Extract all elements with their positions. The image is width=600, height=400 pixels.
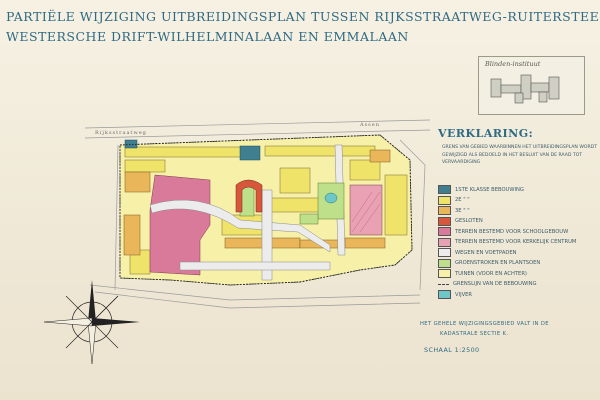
legend-item-label: 1ste klasse bebouwing bbox=[455, 186, 524, 193]
legend-item: Terrein bestemd voor schoolgebouw bbox=[438, 227, 600, 236]
closed-building bbox=[235, 179, 263, 213]
legend-swatch bbox=[438, 206, 451, 215]
legend-title: VERKLARING: bbox=[438, 127, 534, 140]
legend-swatch bbox=[438, 283, 449, 285]
plan-boundary bbox=[119, 134, 413, 286]
legend-swatch bbox=[438, 269, 451, 278]
legend-swatch bbox=[438, 185, 451, 194]
legend-item: Terrein bestemd voor kerkelijk centrum bbox=[438, 237, 600, 247]
legend-item: Vijver bbox=[438, 290, 600, 299]
footer-note-line2: kadastrale sectie K. bbox=[440, 331, 509, 337]
church-hatching bbox=[351, 191, 381, 233]
legend-description: Grens van gebied waarbinnen het uitbreid… bbox=[442, 145, 598, 166]
legend-item-label: 3e " " bbox=[455, 207, 470, 214]
legend-item: Grenslijn van de bebouwing bbox=[438, 280, 600, 289]
inset-building-icon bbox=[490, 74, 560, 104]
legend-item: Groenstroken en plantsoen bbox=[438, 258, 600, 268]
green-areas bbox=[239, 182, 345, 225]
legend-item: Tuinen (voor en achter) bbox=[438, 269, 600, 278]
legend-item-label: Gesloten bbox=[455, 218, 483, 224]
legend-item-label: Grenslijn van de bebouwing bbox=[453, 281, 537, 287]
map-title-line1: PARTIËLE WIJZIGING UITBREIDINGSPLAN TUSS… bbox=[6, 9, 600, 24]
street-label-assen: Assen bbox=[359, 122, 380, 128]
legend-item-label: Wegen en voetpaden bbox=[455, 249, 517, 256]
scale-label: Schaal 1:2500 bbox=[424, 346, 480, 354]
inset-label: Blinden-instituut bbox=[485, 60, 541, 68]
zone-1st-class bbox=[124, 139, 261, 161]
footer-note-line1: Het gehele wijzigingsgebied valt in de bbox=[420, 321, 549, 327]
road-outlines bbox=[84, 119, 431, 309]
legend-item-label: Tuinen (voor en achter) bbox=[455, 270, 527, 277]
legend-swatch bbox=[438, 216, 451, 226]
legend-item-label: Vijver bbox=[455, 291, 473, 298]
street-label-rijksstraatweg: Rijksstraatweg bbox=[95, 130, 147, 136]
church-area bbox=[349, 184, 383, 236]
school-area bbox=[149, 174, 211, 276]
legend-swatch bbox=[438, 290, 451, 299]
legend-item: 3e " " bbox=[438, 206, 600, 215]
legend-swatch bbox=[438, 237, 451, 247]
internal-roads bbox=[149, 144, 346, 281]
legend-item: 2e " " bbox=[438, 195, 600, 205]
legend-item: 1ste klasse bebouwing bbox=[438, 185, 600, 194]
compass-rose-icon bbox=[43, 280, 140, 365]
legend-item: Gesloten bbox=[438, 216, 600, 226]
pond bbox=[324, 192, 338, 204]
legend-item-label: Groenstroken en plantsoen bbox=[455, 260, 541, 266]
legend-item-label: 2e " " bbox=[455, 197, 470, 203]
legend-item-label: Terrein bestemd voor kerkelijk centrum bbox=[455, 239, 577, 245]
map-title-line2: WESTERSCHE DRIFT-WILHELMINALAAN EN EMMAL… bbox=[6, 29, 409, 44]
legend-swatch bbox=[438, 258, 451, 268]
legend-swatch bbox=[438, 227, 451, 236]
legend-swatch bbox=[438, 248, 451, 257]
legend-item: Wegen en voetpaden bbox=[438, 248, 600, 257]
legend-swatch bbox=[438, 195, 451, 205]
legend-item-label: Terrein bestemd voor schoolgebouw bbox=[455, 228, 569, 235]
inset-sketch: Blinden-instituut bbox=[478, 56, 585, 115]
